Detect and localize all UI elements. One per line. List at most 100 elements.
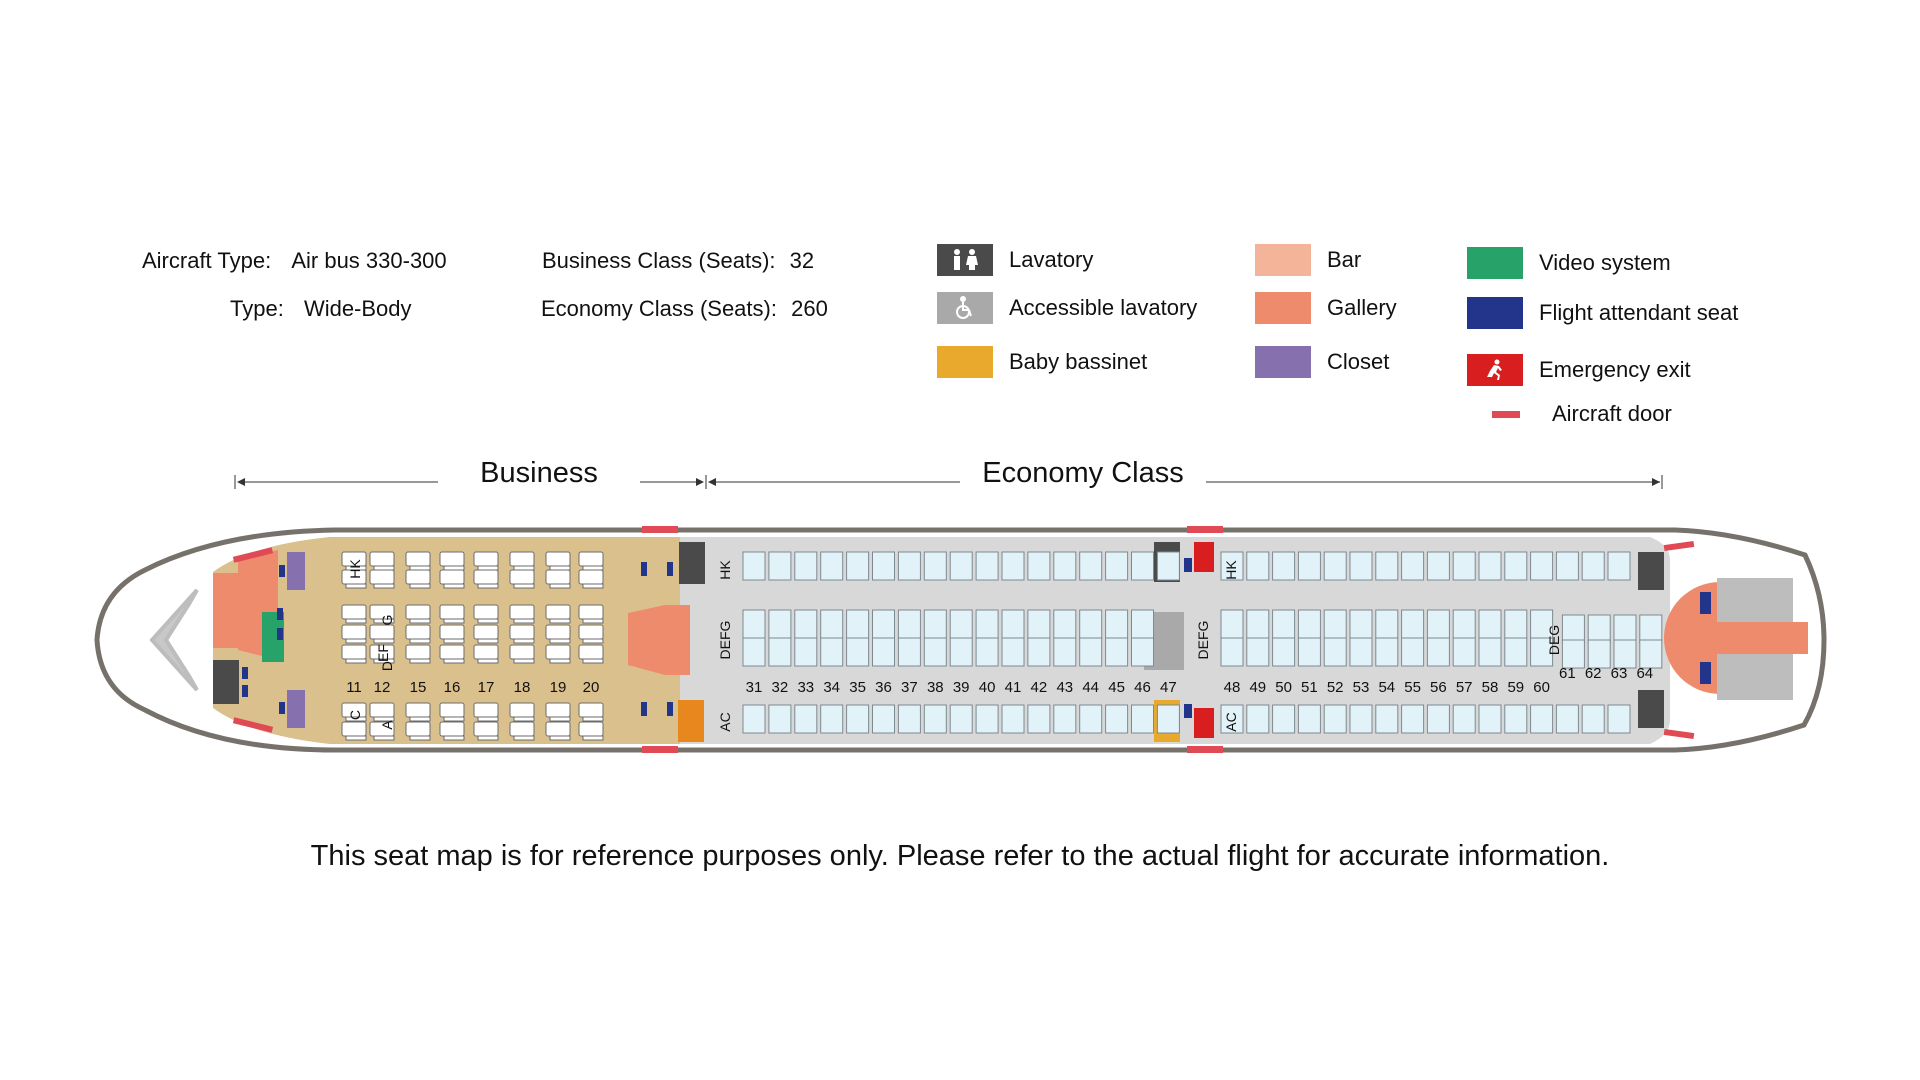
economy-seat-38E[interactable] [923,637,947,667]
economy-seat-46K[interactable] [1131,551,1154,581]
business-seat-11C[interactable] [341,702,367,722]
business-seat-11E[interactable] [341,644,367,664]
economy-seat-43G[interactable] [1053,609,1077,639]
economy-seat-31C[interactable] [742,704,766,734]
business-seat-16F[interactable] [439,624,465,644]
economy-seat-47K[interactable] [1156,551,1180,581]
economy-seat-49C[interactable] [1246,704,1270,734]
business-seat-19E[interactable] [545,644,571,664]
economy-seat-61G[interactable] [1561,614,1585,644]
business-seat-16E[interactable] [439,644,465,664]
economy-seat-59C[interactable] [1504,704,1528,734]
economy-seat-36C[interactable] [872,704,895,734]
business-seat-11H[interactable] [341,569,367,589]
business-seat-17H[interactable] [473,569,499,589]
economy-seat-34C[interactable] [820,704,844,734]
economy-seat-37C[interactable] [897,704,921,734]
economy-seat-56C[interactable] [1426,704,1450,734]
economy-seat-37G[interactable] [897,609,921,639]
business-seat-17E[interactable] [473,644,499,664]
economy-seat-62G[interactable] [1587,614,1611,644]
economy-seat-59E[interactable] [1504,637,1528,667]
economy-seat-38C[interactable] [923,704,947,734]
economy-seat-43C[interactable] [1053,704,1077,734]
economy-seat-44K[interactable] [1079,551,1103,581]
economy-seat-55G[interactable] [1401,609,1425,639]
economy-seat-46C[interactable] [1131,704,1154,734]
economy-seat-37K[interactable] [897,551,921,581]
economy-seat-64E[interactable] [1639,639,1663,669]
economy-seat-51K[interactable] [1297,551,1321,581]
economy-seat-49K[interactable] [1246,551,1270,581]
economy-seat-39C[interactable] [949,704,973,734]
business-seat-20A[interactable] [578,721,604,741]
business-seat-18F[interactable] [509,624,535,644]
business-seat-19A[interactable] [545,721,571,741]
business-seat-17G[interactable] [473,604,499,624]
economy-seat-61E[interactable] [1561,639,1585,669]
economy-seat-41E[interactable] [1001,637,1025,667]
business-seat-20K[interactable] [578,551,604,571]
economy-seat-62C[interactable] [1581,704,1605,734]
business-seat-15C[interactable] [405,702,431,722]
economy-seat-50E[interactable] [1272,637,1296,667]
economy-seat-48C[interactable] [1220,704,1244,734]
business-seat-18C[interactable] [509,702,535,722]
economy-seat-51C[interactable] [1297,704,1321,734]
business-seat-16G[interactable] [439,604,465,624]
economy-seat-58G[interactable] [1478,609,1502,639]
business-seat-12C[interactable] [369,702,395,722]
business-seat-15G[interactable] [405,604,431,624]
economy-seat-60E[interactable] [1530,637,1554,667]
economy-seat-39E[interactable] [949,637,973,667]
economy-seat-48E[interactable] [1220,637,1244,667]
economy-seat-34E[interactable] [820,637,844,667]
business-seat-18E[interactable] [509,644,535,664]
economy-seat-54C[interactable] [1375,704,1399,734]
economy-seat-54E[interactable] [1375,637,1399,667]
economy-seat-32G[interactable] [768,609,792,639]
economy-seat-38G[interactable] [923,609,947,639]
business-seat-12E[interactable] [369,644,395,664]
economy-seat-48K[interactable] [1220,551,1244,581]
economy-seat-41G[interactable] [1001,609,1025,639]
economy-seat-56K[interactable] [1426,551,1450,581]
economy-seat-54K[interactable] [1375,551,1399,581]
business-seat-17F[interactable] [473,624,499,644]
economy-seat-61K[interactable] [1555,551,1579,581]
economy-seat-40G[interactable] [975,609,999,639]
economy-seat-50K[interactable] [1272,551,1296,581]
economy-seat-34K[interactable] [820,551,844,581]
economy-seat-35C[interactable] [846,704,870,734]
economy-seat-41C[interactable] [1001,704,1025,734]
business-seat-12F[interactable] [369,624,395,644]
business-seat-17A[interactable] [473,721,499,741]
economy-seat-63K[interactable] [1607,551,1631,581]
economy-seat-35G[interactable] [846,609,870,639]
business-seat-12A[interactable] [369,721,395,741]
economy-seat-45K[interactable] [1105,551,1129,581]
economy-seat-45E[interactable] [1105,637,1129,667]
business-seat-16K[interactable] [439,551,465,571]
economy-seat-62E[interactable] [1587,639,1611,669]
business-seat-19K[interactable] [545,551,571,571]
economy-seat-57E[interactable] [1452,637,1476,667]
economy-seat-49E[interactable] [1246,637,1270,667]
economy-seat-33G[interactable] [794,609,818,639]
economy-seat-48G[interactable] [1220,609,1244,639]
economy-seat-37E[interactable] [897,637,921,667]
economy-seat-42E[interactable] [1027,637,1051,667]
economy-seat-49G[interactable] [1246,609,1270,639]
economy-seat-33C[interactable] [794,704,818,734]
economy-seat-55C[interactable] [1401,704,1425,734]
business-seat-18G[interactable] [509,604,535,624]
business-seat-16H[interactable] [439,569,465,589]
business-seat-19H[interactable] [545,569,571,589]
business-seat-19C[interactable] [545,702,571,722]
economy-seat-40E[interactable] [975,637,999,667]
economy-seat-63C[interactable] [1607,704,1631,734]
business-seat-15H[interactable] [405,569,431,589]
economy-seat-46G[interactable] [1131,609,1154,639]
economy-seat-63G[interactable] [1613,614,1637,644]
business-seat-15K[interactable] [405,551,431,571]
